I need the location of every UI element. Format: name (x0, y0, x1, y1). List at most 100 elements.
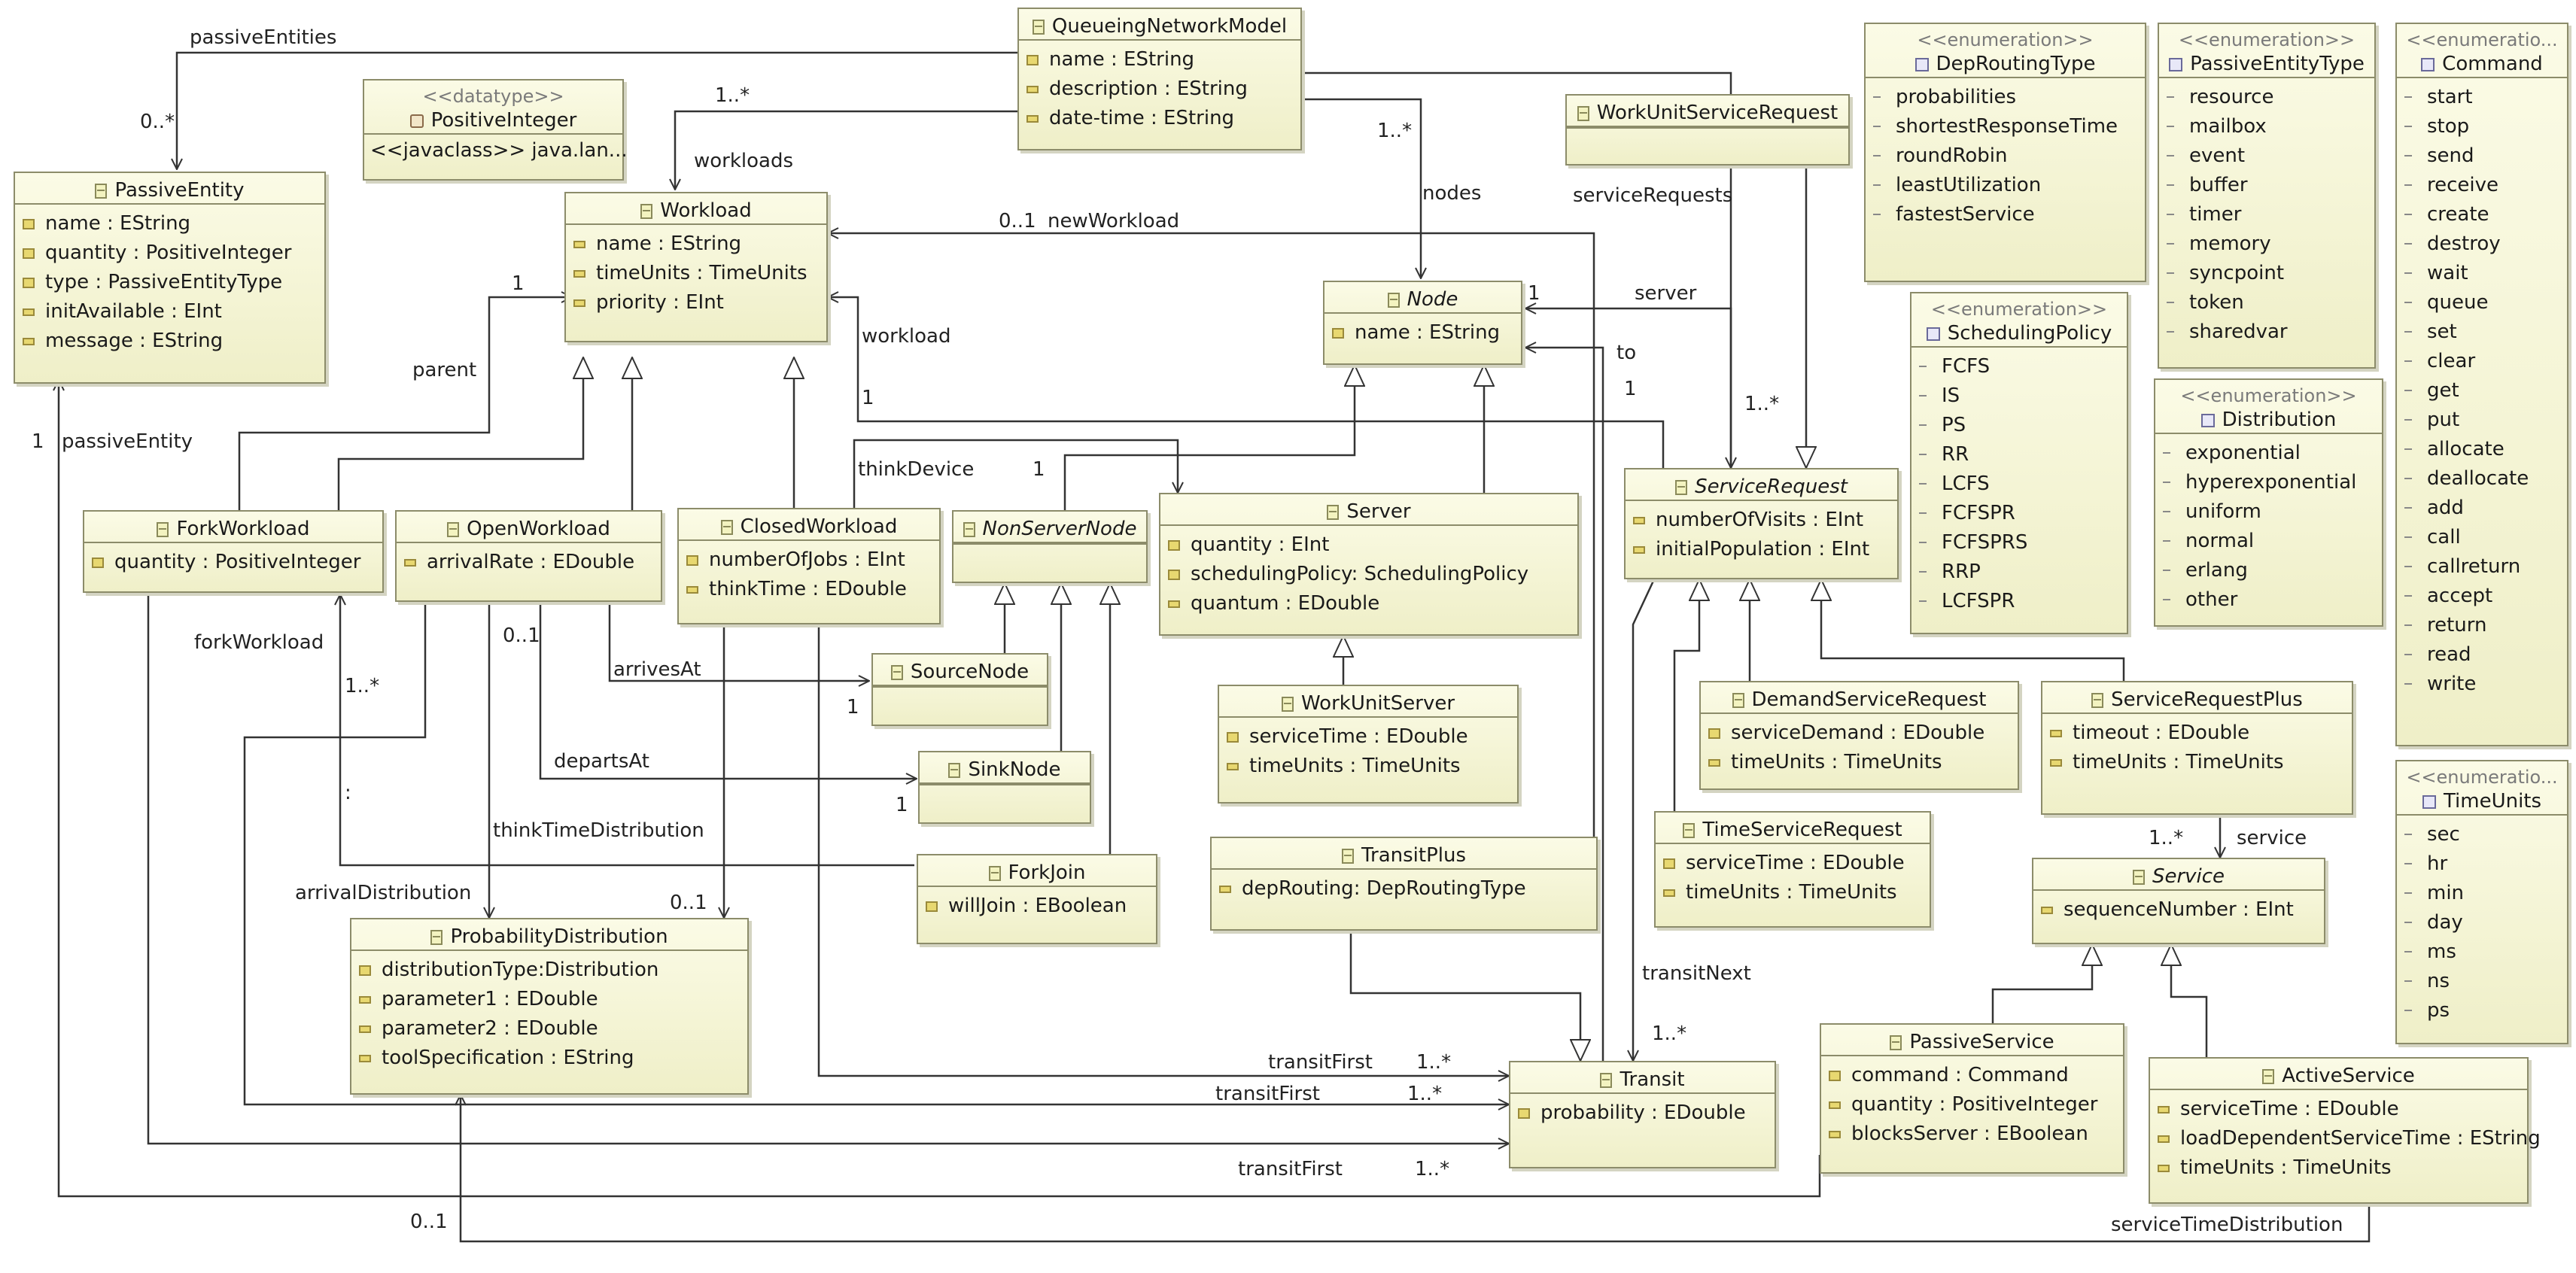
mult-departs-at: 1 (896, 794, 908, 816)
class-icon (1890, 1035, 1902, 1050)
gen-fork-workload (337, 357, 583, 515)
class-name: ForkWorkload (176, 518, 310, 540)
enum-literal: create (2404, 200, 2559, 229)
gen-activeservice (2171, 944, 2208, 1057)
enum-literal: clear (2404, 347, 2559, 376)
class-probability-distribution[interactable]: ProbabilityDistribution distributionType… (350, 918, 749, 1095)
class-server[interactable]: Server quantity : EInt schedulingPolicy:… (1159, 493, 1579, 636)
label-think-time-distribution: thinkTimeDistribution (493, 819, 704, 842)
required-attribute-icon (1227, 732, 1239, 743)
class-name: SourceNode (910, 661, 1029, 683)
mult-transit-first-2: 1..* (1407, 1083, 1442, 1105)
enum-dep-routing-type[interactable]: <<enumeration>>DepRoutingType probabilit… (1864, 23, 2146, 282)
class-service[interactable]: Service sequenceNumber : EInt (2032, 858, 2325, 944)
attribute-icon (686, 586, 698, 594)
class-icon (1732, 693, 1744, 708)
required-attribute-icon (1663, 858, 1675, 869)
class-name: PositiveInteger (430, 109, 577, 132)
stereotype-label: <<enumeratio... (2406, 29, 2558, 50)
enum-literal: receive (2404, 171, 2559, 200)
class-fork-join[interactable]: ForkJoin willJoin : EBoolean (917, 854, 1157, 944)
class-icon (1032, 20, 1045, 35)
mult-new-workload: 0..1 (999, 210, 1036, 232)
class-icon (2132, 870, 2145, 885)
stereotype-label: <<enumeration>> (2180, 385, 2357, 406)
enum-literal: RR (1919, 440, 2119, 469)
label-arrives-at: arrivesAt (613, 658, 701, 681)
enum-literal: put (2404, 406, 2559, 435)
class-icon (430, 930, 443, 945)
mult-departs: 0..1 (503, 624, 540, 647)
attribute-icon (2050, 759, 2062, 767)
attribute: loadDependentServiceTime : EString (2158, 1124, 2541, 1153)
attribute: serviceTime : EDouble (2158, 1095, 2520, 1124)
class-name: Transit (1620, 1068, 1685, 1091)
class-open-workload[interactable]: OpenWorkload arrivalRate : EDouble (395, 510, 662, 602)
class-work-unit-server[interactable]: WorkUnitServer serviceTime : EDouble tim… (1218, 685, 1519, 804)
required-attribute-icon (23, 219, 35, 229)
enum-literal: callreturn (2404, 552, 2559, 582)
attribute-icon (404, 559, 416, 567)
required-attribute-icon (1332, 328, 1344, 339)
class-non-server-node[interactable]: NonServerNode (952, 510, 1148, 583)
class-transit-plus[interactable]: TransitPlus depRouting: DepRoutingType (1210, 837, 1598, 931)
attribute: thinkTime : EDouble (686, 575, 932, 604)
class-work-unit-service-request[interactable]: WorkUnitServiceRequest (1565, 94, 1850, 166)
enum-scheduling-policy[interactable]: <<enumeration>>SchedulingPolicy FCFS IS … (1910, 292, 2128, 634)
class-closed-workload[interactable]: ClosedWorkload numberOfJobs : EInt think… (677, 508, 941, 624)
class-source-node[interactable]: SourceNode (871, 653, 1048, 726)
edge-sr-workload (828, 297, 1665, 468)
attribute-icon (2158, 1165, 2170, 1172)
class-name: QueueingNetworkModel (1051, 15, 1288, 38)
attribute: command : Command (1829, 1061, 2115, 1090)
attribute: description : EString (1026, 74, 1293, 104)
edge-transit-to (1525, 348, 1604, 1061)
enum-literal: exponential (2163, 439, 2374, 468)
class-icon (1387, 293, 1400, 308)
class-icon (95, 184, 108, 199)
class-active-service[interactable]: ActiveService serviceTime : EDouble load… (2149, 1057, 2541, 1204)
stereotype-label: <<enumeration>> (1917, 29, 2094, 50)
class-sink-node[interactable]: SinkNode (918, 751, 1091, 824)
class-passive-entity[interactable]: PassiveEntity name : EString quantity : … (14, 172, 326, 384)
label-parent: parent (412, 359, 476, 381)
class-passive-service[interactable]: PassiveService command : Command quantit… (1820, 1023, 2124, 1174)
class-queueing-network-model[interactable]: QueueingNetworkModel name : EString desc… (1017, 8, 1302, 150)
attribute-icon (573, 299, 585, 307)
class-fork-workload[interactable]: ForkWorkload quantity : PositiveInteger (83, 510, 384, 593)
mult-parent: 1 (512, 272, 525, 295)
attribute: initAvailable : EInt (23, 297, 317, 327)
class-service-request[interactable]: ServiceRequest numberOfVisits : EInt ini… (1624, 468, 1899, 579)
attribute: priority : EInt (573, 288, 819, 317)
enum-distribution[interactable]: <<enumeration>>Distribution exponential … (2154, 378, 2383, 627)
attribute: timeUnits : TimeUnits (573, 259, 819, 288)
class-demand-service-request[interactable]: DemandServiceRequest serviceDemand : EDo… (1699, 681, 2019, 790)
attribute: schedulingPolicy: SchedulingPolicy (1168, 560, 1570, 589)
enum-literal: PS (1919, 411, 2119, 440)
class-workload[interactable]: Workload name : EString timeUnits : Time… (564, 192, 828, 342)
enum-literal: get (2404, 376, 2559, 406)
class-transit[interactable]: Transit probability : EDouble (1509, 1061, 1776, 1168)
attribute: name : EString (1332, 318, 1513, 348)
enum-command[interactable]: <<enumeratio...Command start stop send r… (2395, 23, 2568, 746)
mult-fork-workload: 1..* (345, 675, 379, 697)
required-attribute-icon (686, 555, 698, 566)
edge-sr-server (1525, 308, 1732, 468)
class-service-request-plus[interactable]: ServiceRequestPlus timeout : EDouble tim… (2041, 681, 2353, 815)
enum-literal: call (2404, 523, 2559, 552)
attribute-icon (359, 1055, 371, 1062)
enum-time-units[interactable]: <<enumeratio...TimeUnits sec hr min day … (2395, 760, 2568, 1044)
attribute: quantity : EInt (1168, 530, 1570, 560)
enum-literal: syncpoint (2167, 259, 2367, 288)
label-workload: workload (862, 325, 951, 348)
mult-passive-entities: 0..* (140, 111, 175, 133)
class-node[interactable]: Node name : EString (1323, 281, 1522, 365)
attribute-icon (2050, 730, 2062, 737)
class-time-service-request[interactable]: TimeServiceRequest serviceTime : EDouble… (1654, 811, 1931, 928)
label-service-time-distribution: serviceTimeDistribution (2111, 1214, 2343, 1236)
datatype-positive-integer[interactable]: <<datatype>>PositiveInteger <<javaclass>… (363, 79, 628, 181)
enum-literal: destroy (2404, 229, 2559, 259)
enum-literal: erlang (2163, 556, 2374, 585)
enum-passive-entity-type[interactable]: <<enumeration>>PassiveEntityType resourc… (2158, 23, 2376, 369)
